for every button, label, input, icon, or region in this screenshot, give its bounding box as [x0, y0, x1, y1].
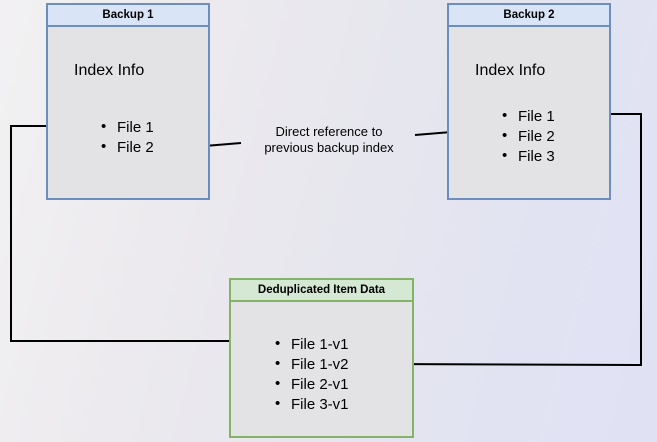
list-item: File 3 — [502, 146, 555, 167]
list-item: File 2-v1 — [275, 374, 349, 395]
node-deduplicated-item-data[interactable]: Deduplicated Item Data File 1-v1 File 1-… — [229, 278, 414, 438]
node-backup-2-items: File 1 File 2 File 3 — [502, 106, 555, 167]
node-backup-2-title: Index Info — [475, 62, 546, 79]
list-item: File 1 — [101, 117, 154, 138]
node-backup-2-header: Backup 2 — [449, 5, 609, 27]
list-item: File 1 — [502, 106, 555, 127]
edge-label-line-1: Direct reference to — [275, 124, 383, 139]
node-backup-1[interactable]: Backup 1 Index Info File 1 File 2 — [46, 3, 210, 200]
list-item: File 3-v1 — [275, 394, 349, 415]
node-backup-1-items: File 1 File 2 — [101, 117, 154, 158]
node-deduplicated-item-data-items: File 1-v1 File 1-v2 File 2-v1 File 3-v1 — [275, 334, 349, 415]
edge-label-direct-reference: Direct reference to previous backup inde… — [244, 124, 414, 156]
node-backup-1-header: Backup 1 — [48, 5, 208, 27]
list-item: File 1-v1 — [275, 334, 349, 355]
list-item: File 1-v2 — [275, 354, 349, 375]
node-deduplicated-item-data-header: Deduplicated Item Data — [231, 280, 412, 302]
list-item: File 2 — [101, 137, 154, 158]
node-backup-1-title: Index Info — [74, 62, 145, 79]
node-backup-2[interactable]: Backup 2 Index Info File 1 File 2 File 3 — [447, 3, 611, 200]
list-item: File 2 — [502, 126, 555, 147]
edge-label-line-2: previous backup index — [264, 140, 394, 155]
